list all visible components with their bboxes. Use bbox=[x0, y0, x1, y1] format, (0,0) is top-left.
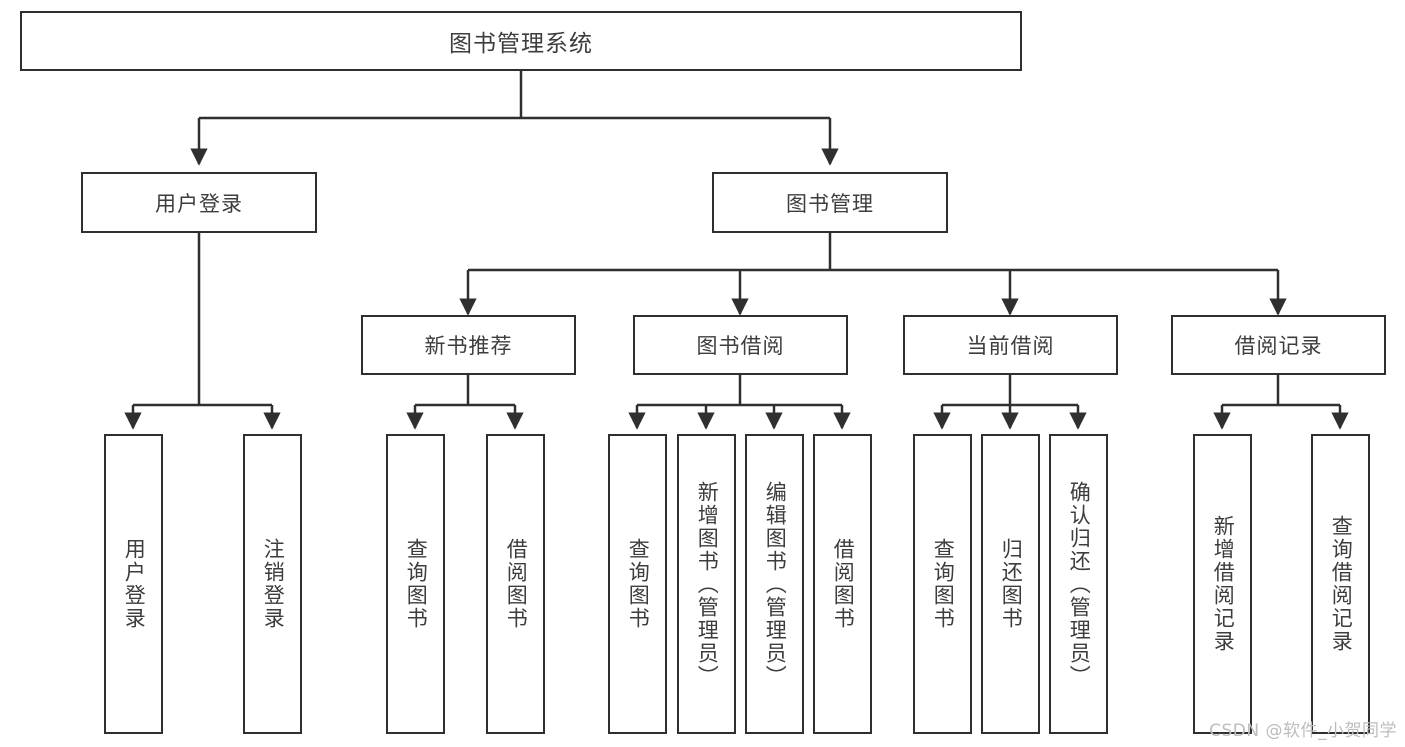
node-book-borrow[interactable]: 图书借阅 bbox=[633, 315, 848, 375]
node-label: 图书借阅 bbox=[696, 334, 785, 358]
node-label: 编辑图书（管理员） bbox=[763, 480, 788, 688]
leaf-borrow-record-query[interactable]: 查询借阅记录 bbox=[1311, 434, 1370, 734]
csdn-watermark: CSDN @软件_小贺同学 bbox=[1209, 721, 1397, 741]
leaf-book-borrow-query[interactable]: 查询图书 bbox=[608, 434, 667, 734]
node-root-book-management-system[interactable]: 图书管理系统 bbox=[20, 11, 1022, 71]
leaf-book-borrow-edit[interactable]: 编辑图书（管理员） bbox=[745, 434, 804, 734]
node-label: 确认归还（管理员） bbox=[1067, 480, 1092, 688]
leaf-current-borrow-confirm-return[interactable]: 确认归还（管理员） bbox=[1049, 434, 1108, 734]
node-label: 归还图书 bbox=[999, 538, 1024, 630]
node-label: 用户登录 bbox=[122, 538, 147, 630]
node-label: 新书推荐 bbox=[424, 334, 513, 358]
leaf-current-borrow-query[interactable]: 查询图书 bbox=[913, 434, 972, 734]
leaf-new-book-query[interactable]: 查询图书 bbox=[386, 434, 445, 734]
node-label: 查询图书 bbox=[626, 538, 651, 630]
node-label: 借阅图书 bbox=[831, 538, 856, 630]
node-label: 借阅记录 bbox=[1234, 334, 1323, 358]
node-label: 新增借阅记录 bbox=[1211, 515, 1236, 653]
leaf-user-login-login[interactable]: 用户登录 bbox=[104, 434, 163, 734]
node-label: 查询图书 bbox=[404, 538, 429, 630]
leaf-new-book-borrow[interactable]: 借阅图书 bbox=[486, 434, 545, 734]
node-borrow-record[interactable]: 借阅记录 bbox=[1171, 315, 1386, 375]
leaf-current-borrow-return[interactable]: 归还图书 bbox=[981, 434, 1040, 734]
node-label: 用户登录 bbox=[155, 191, 243, 216]
node-label: 查询借阅记录 bbox=[1329, 515, 1354, 653]
leaf-user-login-logout[interactable]: 注销登录 bbox=[243, 434, 302, 734]
node-label: 借阅图书 bbox=[504, 538, 529, 630]
node-book-management[interactable]: 图书管理 bbox=[712, 172, 948, 233]
node-label: 查询图书 bbox=[931, 538, 956, 630]
node-label: 注销登录 bbox=[261, 538, 286, 630]
node-label: 新增图书（管理员） bbox=[695, 480, 720, 688]
node-label: 图书管理 bbox=[786, 191, 874, 216]
leaf-book-borrow-borrow[interactable]: 借阅图书 bbox=[813, 434, 872, 734]
node-user-login[interactable]: 用户登录 bbox=[81, 172, 317, 233]
node-current-borrow[interactable]: 当前借阅 bbox=[903, 315, 1118, 375]
node-label: 图书管理系统 bbox=[449, 31, 593, 57]
node-label: 当前借阅 bbox=[966, 334, 1055, 358]
node-new-book-recommend[interactable]: 新书推荐 bbox=[361, 315, 576, 375]
leaf-book-borrow-add[interactable]: 新增图书（管理员） bbox=[677, 434, 736, 734]
leaf-borrow-record-add[interactable]: 新增借阅记录 bbox=[1193, 434, 1252, 734]
